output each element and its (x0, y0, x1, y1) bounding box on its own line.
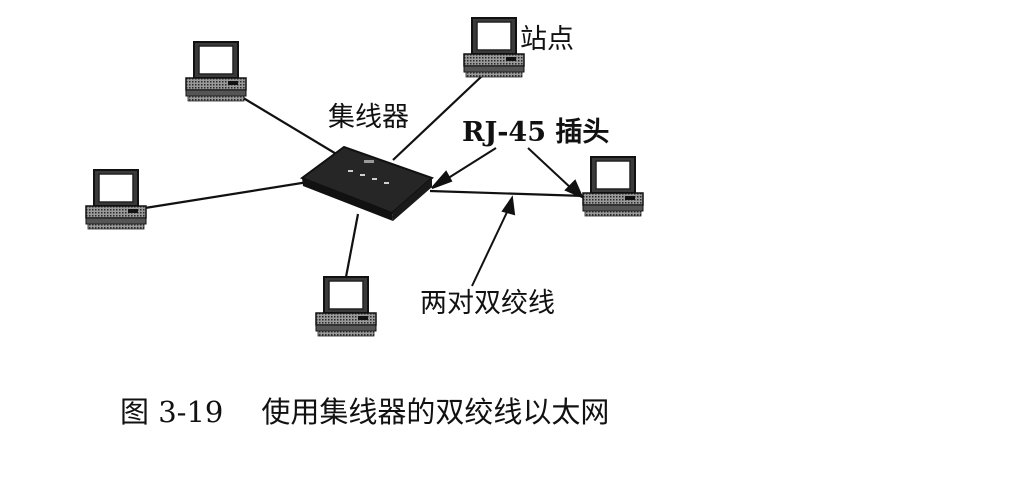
cable-right (429, 189, 586, 198)
arrow-to-computer-port (527, 147, 573, 190)
computer-icon (185, 41, 247, 102)
figure-caption: 图 3-19 使用集线器的双绞线以太网 (120, 398, 609, 427)
arrow-to-cable (471, 209, 509, 287)
hub-icon (299, 145, 434, 221)
computer-icon (463, 17, 525, 78)
computer-icon (315, 276, 377, 337)
arrows (431, 147, 584, 287)
label-station: 站点 (520, 24, 574, 55)
arrow-to-hub-port (441, 147, 497, 183)
label-twisted-pair: 两对双绞线 (420, 288, 555, 319)
figure-number: 图 3-19 (120, 395, 224, 429)
computer-icon (582, 156, 644, 217)
computer-icon (85, 169, 147, 230)
cable-bottom (344, 213, 360, 278)
label-rj45-plug: RJ-45 插头 (462, 117, 610, 148)
cable-top-right (392, 75, 483, 161)
cable-top-left (239, 95, 339, 156)
cable-left (144, 180, 309, 210)
label-hub: 集线器 (328, 102, 409, 133)
figure-title: 使用集线器的双绞线以太网 (261, 395, 610, 429)
cables (144, 75, 586, 278)
